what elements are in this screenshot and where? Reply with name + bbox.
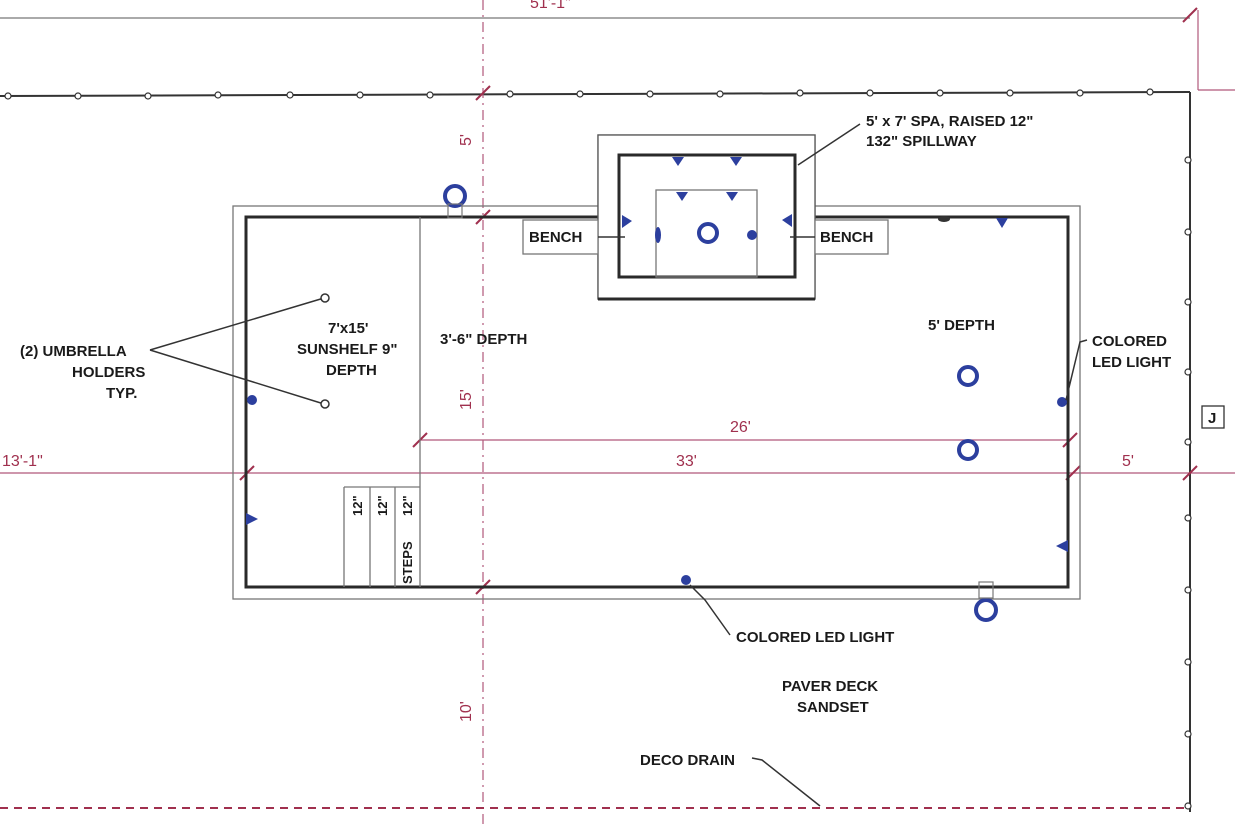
led-right-label-2: LED LIGHT [1092, 354, 1171, 371]
led-right-label-1: COLORED [1092, 333, 1167, 350]
dim-pool-length: 33' [676, 453, 697, 470]
grid-tag: J [1201, 405, 1225, 429]
bench-left-label: BENCH [529, 229, 582, 246]
sunshelf-label-3: DEPTH [326, 362, 377, 379]
step-2-label: 12" [375, 495, 390, 516]
fixtures [246, 157, 1068, 622]
depth-deep-label: 5' DEPTH [928, 317, 995, 334]
dim-pool-width: 15' [458, 389, 475, 410]
step-3-label: 12" [400, 495, 415, 516]
property-fence [0, 10, 1199, 812]
steps-label: STEPS [400, 541, 415, 584]
umbrella-label-2: HOLDERS [72, 364, 145, 381]
bench-right-label: BENCH [820, 229, 873, 246]
grid-tag-label: J [1208, 410, 1216, 427]
led-bottom-label: COLORED LED LIGHT [736, 629, 894, 646]
step-1-label: 12" [350, 495, 365, 516]
dim-right-margin: 5' [1122, 453, 1134, 470]
umbrella-label-1: (2) UMBRELLA [20, 343, 127, 360]
dim-length-deep: 26' [730, 419, 751, 436]
spa [597, 134, 816, 301]
sunshelf-label-2: SUNSHELF 9" [297, 341, 397, 358]
dim-top: 51'-1" [530, 0, 571, 12]
spillway-label: 132" SPILLWAY [866, 133, 977, 150]
deco-drain-label: DECO DRAIN [640, 752, 735, 769]
dim-bottom-margin: 10' [458, 701, 475, 722]
spa-label: 5' x 7' SPA, RAISED 12" [866, 113, 1033, 130]
benches [522, 219, 889, 255]
leader-lines [149, 123, 1088, 807]
dim-top-margin: 5' [458, 134, 475, 146]
sunshelf-label-1: 7'x15' [328, 320, 369, 337]
umbrella-label-3: TYP. [106, 385, 137, 402]
depth-shallow-label: 3'-6" DEPTH [440, 331, 527, 348]
paver-label-2: SANDSET [797, 699, 869, 716]
paver-label-1: PAVER DECK [782, 678, 878, 695]
dim-left-offset: 13'-1" [2, 453, 43, 470]
